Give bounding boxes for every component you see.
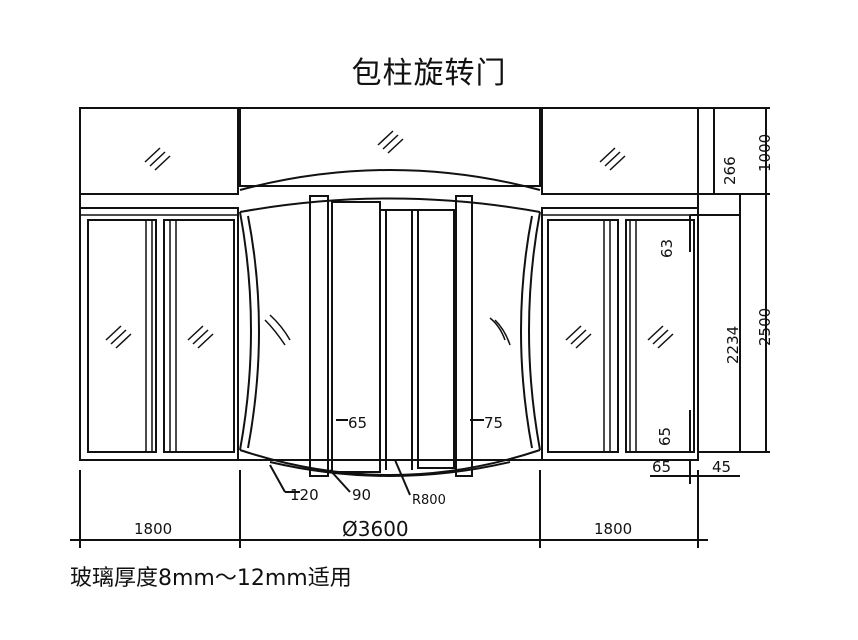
glass-mark-center-top: [377, 130, 404, 154]
right-transom: [541, 107, 699, 195]
glass-mark-left-door-1: [105, 325, 132, 349]
dim-65-wing: 65: [348, 414, 367, 432]
dim-center-diameter: Ø3600: [342, 517, 409, 541]
glass-mark-left-top: [144, 147, 171, 171]
dim-63: 63: [658, 239, 676, 258]
left-door-1: [87, 219, 157, 453]
glass-mark-left-door-2: [187, 325, 214, 349]
dim-65-horizontal: 65: [652, 458, 671, 476]
center-wing-left: [309, 195, 329, 477]
center-transom: [239, 107, 541, 187]
dim-left-width: 1800: [134, 520, 172, 538]
dim-1000: 1000: [756, 134, 774, 172]
drum-right-wall: [528, 211, 541, 451]
dim-right-width: 1800: [594, 520, 632, 538]
left-transom: [79, 107, 239, 195]
drum-base-arc: [239, 449, 541, 476]
center-canopy-arc: [239, 169, 541, 191]
right-panel: [541, 207, 699, 461]
dim-65-vertical: 65: [656, 427, 674, 446]
drum-left-wall: [239, 211, 252, 451]
glass-thickness-note: 玻璃厚度8mm～12mm适用: [70, 566, 352, 591]
dim-2234: 2234: [724, 326, 742, 364]
glass-mark-drum-left: [264, 314, 291, 346]
left-panel: [79, 207, 239, 461]
dim-45: 45: [712, 458, 731, 476]
dim-r800: R800: [412, 493, 446, 508]
center-wing-right-outer: [455, 195, 473, 477]
glass-mark-drum-right: [489, 317, 511, 346]
outer-frame: [79, 107, 699, 461]
dim-75-wing: 75: [484, 414, 503, 432]
glass-mark-right-door-1: [565, 325, 592, 349]
right-door-1: [547, 219, 619, 453]
left-door-2: [163, 219, 235, 453]
center-door-right: [417, 209, 455, 469]
glass-mark-right-door-2: [647, 325, 674, 349]
right-door-2: [625, 219, 695, 453]
glass-mark-right-top: [599, 147, 626, 171]
dim-90: 90: [352, 486, 371, 504]
dim-2500: 2500: [756, 308, 774, 346]
center-door-left: [331, 201, 381, 473]
diagram-title: 包柱旋转门: [351, 56, 507, 91]
dim-266: 266: [721, 156, 739, 185]
dim-120: 120: [290, 486, 319, 504]
